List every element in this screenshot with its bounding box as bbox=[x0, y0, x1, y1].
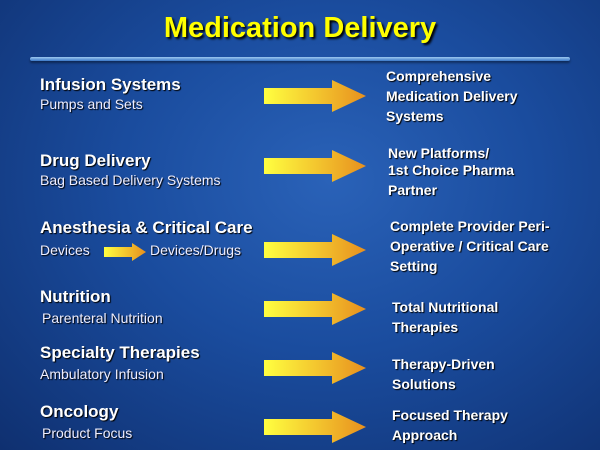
row-heading: Anesthesia & Critical Care bbox=[40, 218, 253, 237]
result-line: Total Nutritional bbox=[392, 299, 499, 315]
result-line: Approach bbox=[392, 427, 458, 443]
row-subheading-from: Devices bbox=[40, 242, 90, 258]
row-result: New Platforms/ 1st Choice Pharma Partner bbox=[388, 143, 514, 200]
row-heading: Infusion Systems bbox=[40, 75, 181, 94]
result-line: 1st Choice Pharma bbox=[388, 162, 515, 178]
result-line: Complete Provider Peri- bbox=[390, 218, 550, 234]
result-line: Operative / Critical Care bbox=[390, 238, 549, 254]
result-line: Medication Delivery bbox=[386, 88, 518, 104]
row-result: Total Nutritional Therapies bbox=[392, 297, 498, 337]
arrow-icon bbox=[264, 80, 366, 112]
row-subheading: Parenteral Nutrition bbox=[42, 310, 163, 326]
arrow-icon bbox=[264, 352, 366, 384]
row-heading: Nutrition bbox=[40, 287, 111, 306]
slide-title: Medication Delivery bbox=[163, 12, 437, 44]
result-line: Therapies bbox=[392, 319, 459, 335]
result-line: Setting bbox=[390, 258, 438, 274]
row-subheading-to: Devices/Drugs bbox=[150, 242, 242, 258]
arrow-icon bbox=[264, 150, 366, 182]
row-heading: Oncology bbox=[40, 402, 119, 421]
row-subheading: Bag Based Delivery Systems bbox=[40, 172, 221, 188]
row-result: Therapy-Driven Solutions bbox=[392, 354, 495, 394]
result-line: Partner bbox=[388, 182, 438, 198]
small-arrow-icon bbox=[104, 243, 146, 261]
row-subheading: Pumps and Sets bbox=[40, 96, 143, 112]
result-line: Systems bbox=[386, 108, 444, 124]
result-line: Focused Therapy bbox=[392, 407, 508, 423]
row-heading: Drug Delivery bbox=[40, 151, 151, 170]
arrow-icon bbox=[264, 234, 366, 266]
row-result: Complete Provider Peri- Operative / Crit… bbox=[390, 216, 550, 276]
result-line: New Platforms/ bbox=[388, 145, 490, 161]
arrow-icon bbox=[264, 293, 366, 325]
row-result: Focused Therapy Approach bbox=[392, 405, 508, 445]
row-subheading: Ambulatory Infusion bbox=[40, 366, 164, 382]
result-line: Comprehensive bbox=[386, 68, 492, 84]
arrow-icon bbox=[264, 411, 366, 443]
row-heading: Specialty Therapies bbox=[40, 343, 200, 362]
result-line: Solutions bbox=[392, 376, 456, 392]
row-result: Comprehensive Medication Delivery System… bbox=[386, 66, 518, 126]
row-subheading: Product Focus bbox=[42, 425, 133, 441]
result-line: Therapy-Driven bbox=[392, 356, 495, 372]
title-divider bbox=[30, 57, 570, 61]
